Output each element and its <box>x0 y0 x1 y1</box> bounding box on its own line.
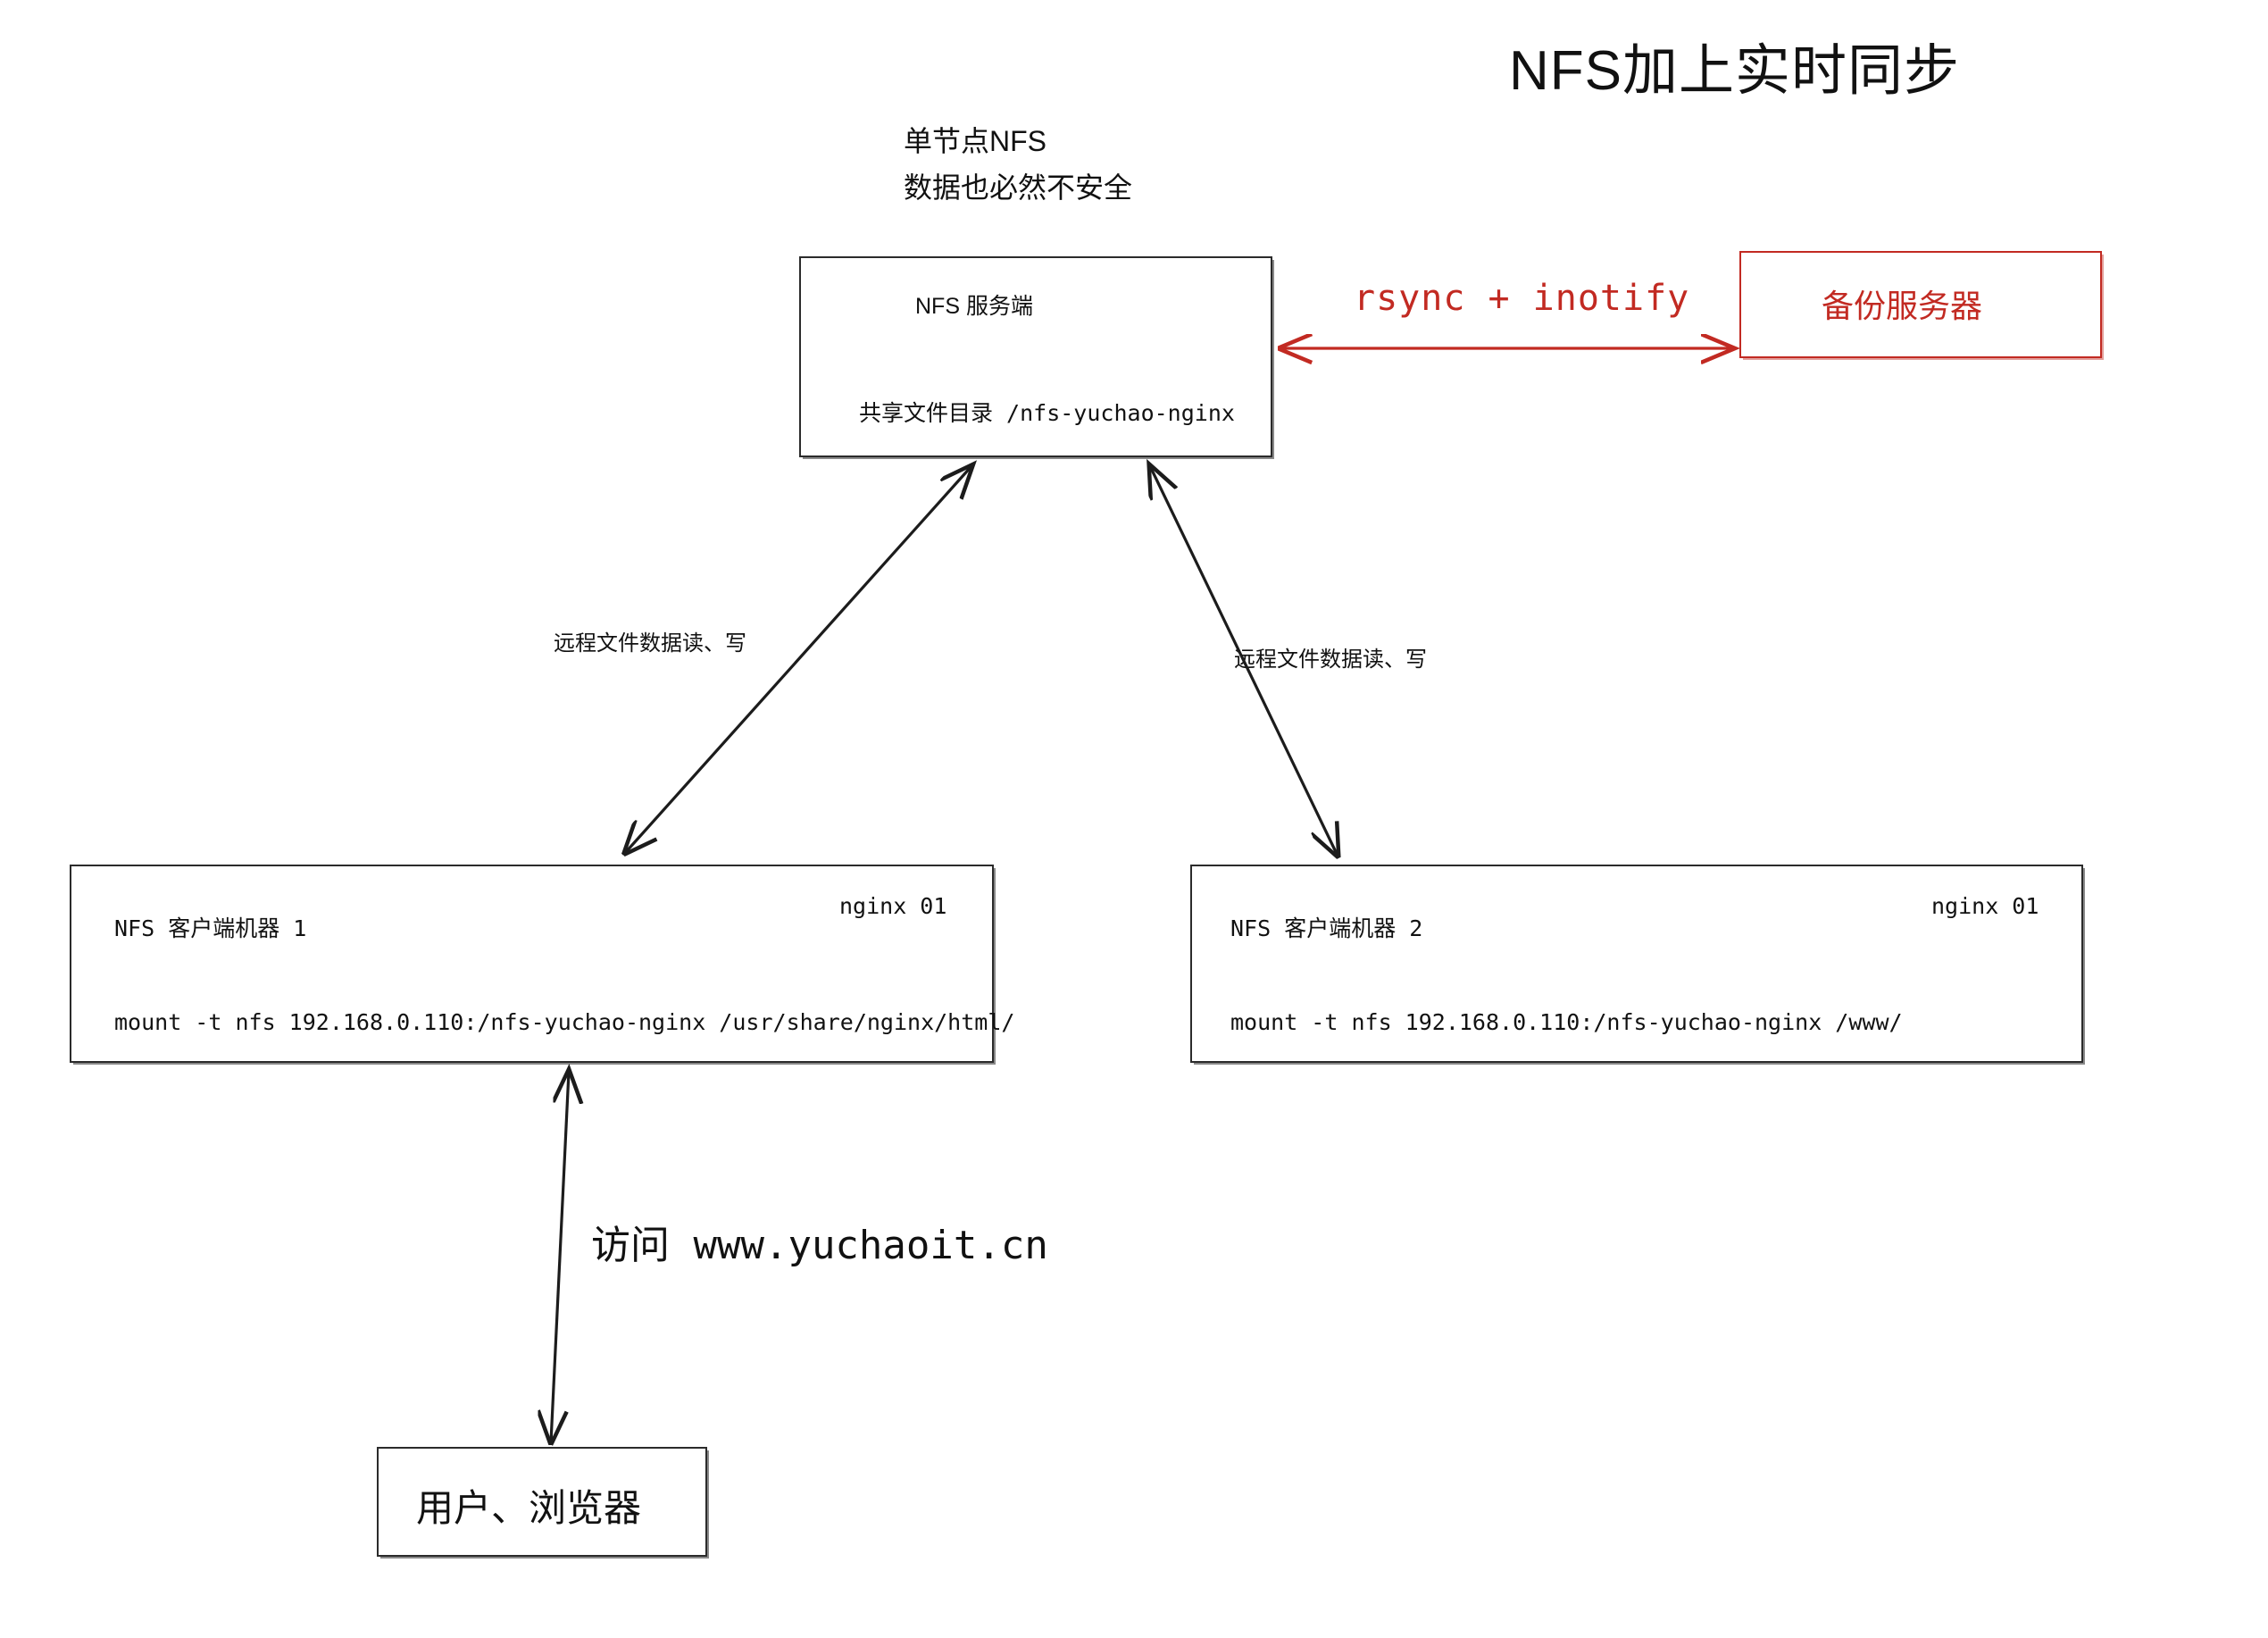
nfs-server-share-path: 共享文件目录 /nfs-yuchao-nginx <box>859 400 1235 426</box>
client1-server-arrow <box>625 466 971 853</box>
nfs-client-2-title: NFS 客户端机器 2 <box>1230 915 1423 941</box>
nfs-client-1-tag: nginx 01 <box>839 893 947 919</box>
nfs-server-node[interactable] <box>799 256 1272 457</box>
backup-server-label: 备份服务器 <box>1822 288 1983 324</box>
backup-server-node[interactable] <box>1739 251 2102 358</box>
left-remote-rw-label: 远程文件数据读、写 <box>554 631 746 656</box>
nfs-client-2-mount-command: mount -t nfs 192.168.0.110:/nfs-yuchao-n… <box>1230 1009 1903 1035</box>
right-remote-rw-label: 远程文件数据读、写 <box>1234 648 1427 672</box>
rsync-inotify-label: rsync + inotify <box>1354 278 1690 319</box>
user-browser-node[interactable] <box>377 1447 707 1557</box>
nfs-client-2-tag: nginx 01 <box>1931 893 2039 919</box>
user-client1-arrow <box>551 1072 569 1442</box>
nfs-server-title: NFS 服务端 <box>915 294 1033 319</box>
single-node-note: 单节点NFS 数据也必然不安全 <box>904 118 1132 211</box>
visit-url-label: 访问 www.yuchaoit.cn <box>591 1223 1048 1268</box>
user-browser-label: 用户、浏览器 <box>416 1487 642 1529</box>
nfs-client-2-node[interactable] <box>1190 865 2083 1063</box>
nfs-client-1-title: NFS 客户端机器 1 <box>114 915 307 941</box>
single-node-note-line-2: 数据也必然不安全 <box>904 171 1133 204</box>
single-node-note-line-1: 单节点NFS <box>904 125 1047 157</box>
page-title: NFS加上实时同步 <box>1509 40 1961 102</box>
nfs-client-1-mount-command: mount -t nfs 192.168.0.110:/nfs-yuchao-n… <box>114 1009 1015 1035</box>
nfs-client-1-node[interactable] <box>70 865 994 1063</box>
